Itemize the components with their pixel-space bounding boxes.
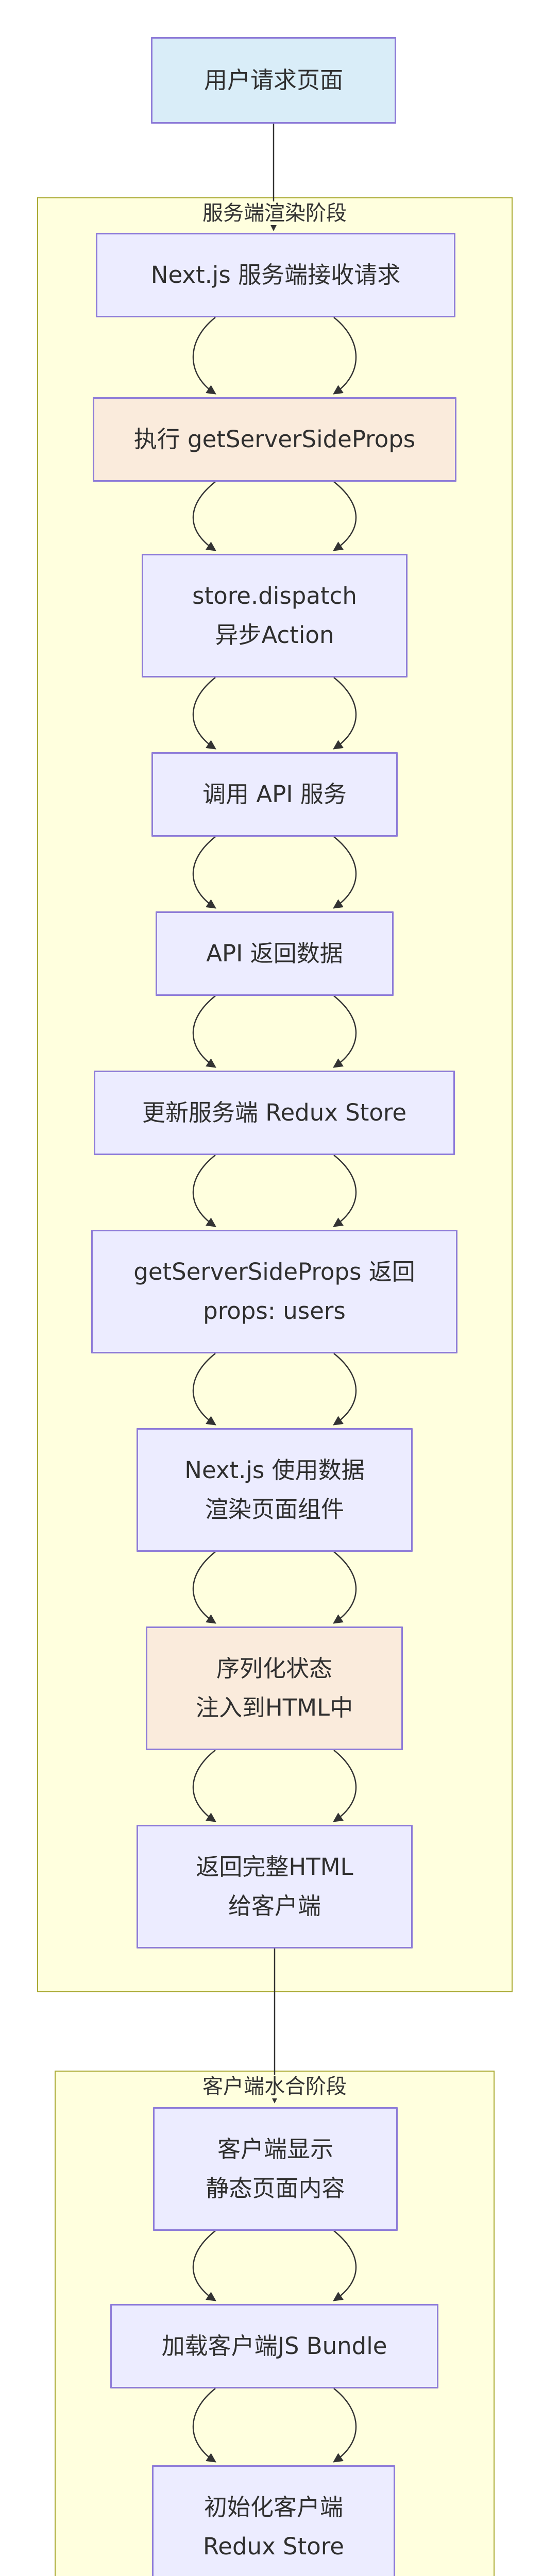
node-api-return-text: API 返回数据 (206, 939, 343, 967)
node-exec-getserversideprops-text: 执行 getServerSideProps (133, 425, 416, 453)
node-call-api-text: 调用 API 服务 (202, 780, 347, 808)
node-load-js-bundle: 加载客户端JS Bundle (110, 2304, 438, 2388)
node-client-display-text: 客户端显示 (217, 2135, 333, 2163)
node-init-client-store: 初始化客户端 Redux Store (152, 2465, 395, 2576)
node-return-html: 返回完整HTML 给客户端 (137, 1825, 413, 1948)
node-return-html-text: 返回完整HTML (196, 1853, 353, 1880)
node-server-receive: Next.js 服务端接收请求 (96, 233, 455, 317)
node-serialize-state-text: 序列化状态 (216, 1654, 332, 1682)
node-update-server-store: 更新服务端 Redux Store (94, 1071, 455, 1155)
node-gssp-return-props-text: getServerSideProps 返回 (133, 1258, 415, 1285)
subgraph-server-render-label: 服务端渲染阶段 (196, 201, 353, 225)
node-server-receive-text: Next.js 服务端接收请求 (150, 261, 401, 289)
node-user-request-text: 用户请求页面 (203, 66, 343, 94)
subgraph-client-hydration-label: 客户端水合阶段 (196, 2075, 353, 2098)
node-client-display-text2: 静态页面内容 (206, 2175, 345, 2202)
node-call-api: 调用 API 服务 (151, 752, 398, 837)
node-gssp-return-props: getServerSideProps 返回 props: users (91, 1230, 457, 1353)
node-serialize-state-text2: 注入到HTML中 (195, 1694, 353, 1721)
node-store-dispatch: store.dispatch 异步Action (142, 554, 408, 677)
node-user-request: 用户请求页面 (151, 37, 396, 124)
node-load-js-bundle-text: 加载客户端JS Bundle (161, 2332, 387, 2360)
node-init-client-store-text2: Redux Store (203, 2533, 344, 2560)
node-render-components-text: Next.js 使用数据 (184, 1456, 365, 1484)
node-api-return: API 返回数据 (156, 911, 394, 996)
node-render-components-text2: 渲染页面组件 (205, 1496, 344, 1523)
node-update-server-store-text: 更新服务端 Redux Store (142, 1098, 407, 1126)
node-store-dispatch-text: store.dispatch (192, 582, 357, 609)
node-render-components: Next.js 使用数据 渲染页面组件 (137, 1428, 413, 1552)
node-exec-getserversideprops: 执行 getServerSideProps (93, 397, 456, 482)
node-return-html-text2: 给客户端 (228, 1892, 321, 1920)
node-gssp-return-props-text2: props: users (203, 1297, 346, 1325)
node-store-dispatch-text2: 异步Action (215, 621, 334, 649)
node-serialize-state: 序列化状态 注入到HTML中 (146, 1626, 403, 1750)
node-init-client-store-text: 初始化客户端 (203, 2493, 343, 2521)
node-client-display: 客户端显示 静态页面内容 (153, 2107, 398, 2231)
